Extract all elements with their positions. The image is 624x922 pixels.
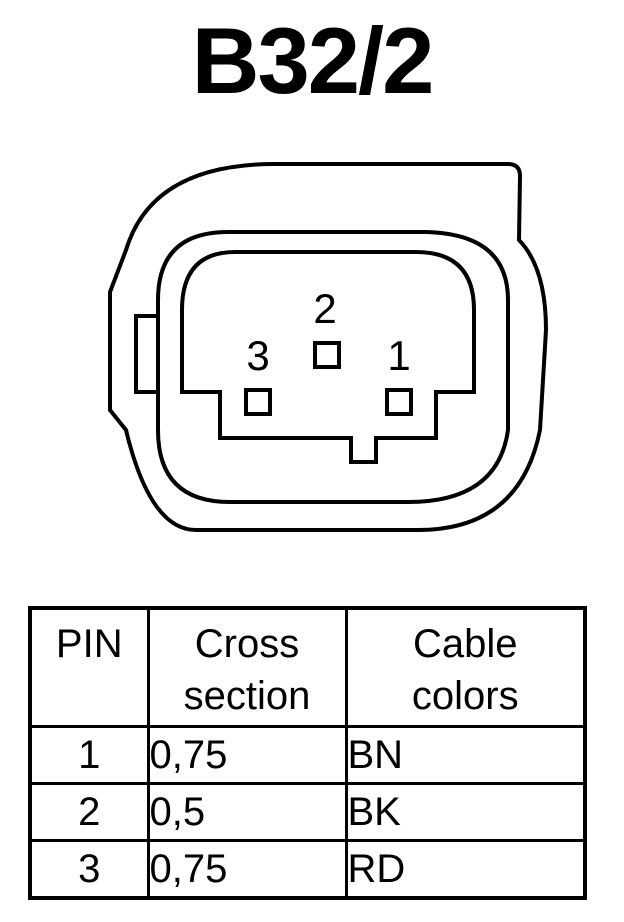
- pin-table-header: PIN Cross section Cable colors: [28, 606, 587, 728]
- row-cross-section: 0,75: [146, 838, 348, 899]
- pin-table: PIN Cross section Cable colors 1 0,75 BN…: [28, 606, 587, 900]
- header-cross-section-line-2: section: [183, 674, 311, 718]
- header-pin: PIN: [28, 606, 150, 728]
- connector-socket-face: [180, 250, 476, 464]
- connector-outer-housing: [108, 162, 549, 532]
- header-pin-line-1: PIN: [55, 622, 123, 666]
- pin-3-label: 3: [246, 332, 269, 379]
- header-cable-colors-line-1: Cable: [412, 622, 518, 666]
- row-cable-color: BN: [344, 724, 587, 785]
- row-cross-section: 0,5: [146, 781, 348, 842]
- connector-diagram: 2 3 1: [108, 162, 549, 532]
- pin-2-contact: [313, 341, 341, 369]
- row-cross-section: 0,75: [146, 724, 348, 785]
- connector-inner-housing: [156, 230, 510, 504]
- connector-title: B32/2: [191, 8, 435, 113]
- row-cable-color: BK: [344, 781, 587, 842]
- table-row: 2 0,5 BK: [28, 781, 587, 842]
- header-cross-section-line-1: Cross: [194, 622, 300, 666]
- header-cable-colors-line-2: colors: [411, 674, 519, 718]
- row-cable-color: RD: [344, 838, 587, 899]
- connector-latch: [134, 314, 158, 394]
- pin-1-contact: [385, 388, 413, 416]
- row-pin: 1: [28, 724, 150, 785]
- row-pin: 2: [28, 781, 150, 842]
- pin-2-label: 2: [313, 285, 336, 332]
- pin-3-contact: [244, 388, 272, 416]
- header-cable-colors: Cable colors: [344, 606, 587, 728]
- table-row: 3 0,75 RD: [28, 838, 587, 899]
- row-pin: 3: [28, 838, 150, 899]
- header-cross-section: Cross section: [146, 606, 348, 728]
- pin-1-label: 1: [387, 332, 410, 379]
- table-row: 1 0,75 BN: [28, 724, 587, 785]
